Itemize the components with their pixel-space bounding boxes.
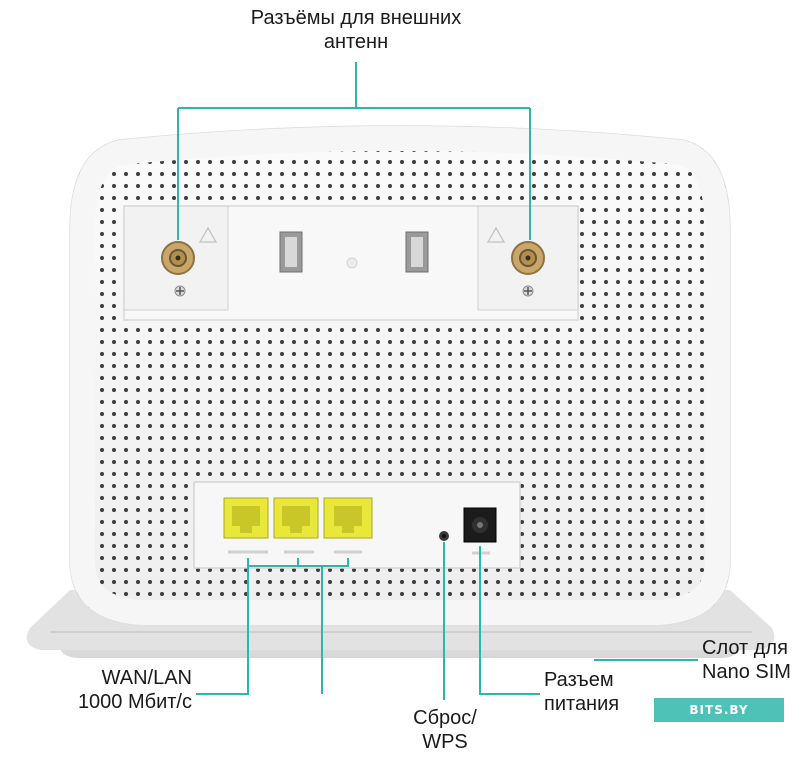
lan-port-3[interactable] [323, 497, 373, 539]
lan-port-2[interactable] [273, 497, 319, 539]
wan-lan-label: WAN/LAN 1000 Мбит/с [77, 667, 192, 713]
reset-wps-button[interactable] [439, 531, 449, 541]
reset-wps-label: Сброс/ WPS [413, 707, 477, 753]
mounting-slot-left [279, 231, 303, 273]
antenna-connector-left [161, 226, 218, 297]
antenna-connector-right [486, 226, 545, 297]
power-connector-label: Разъем питания [544, 669, 620, 715]
callout-lines [177, 62, 698, 700]
brand-watermark: BITS.BY [654, 698, 784, 722]
power-jack[interactable] [463, 507, 497, 543]
antenna-panel [123, 205, 579, 321]
mounting-slot-right [405, 231, 429, 273]
nano-sim-slot-label: Слот для Nano SIM [702, 637, 791, 683]
port-panel [193, 481, 521, 569]
lan-port-1[interactable] [223, 497, 269, 539]
antenna-connectors-label: Разъёмы для внешних антенн [250, 7, 462, 53]
